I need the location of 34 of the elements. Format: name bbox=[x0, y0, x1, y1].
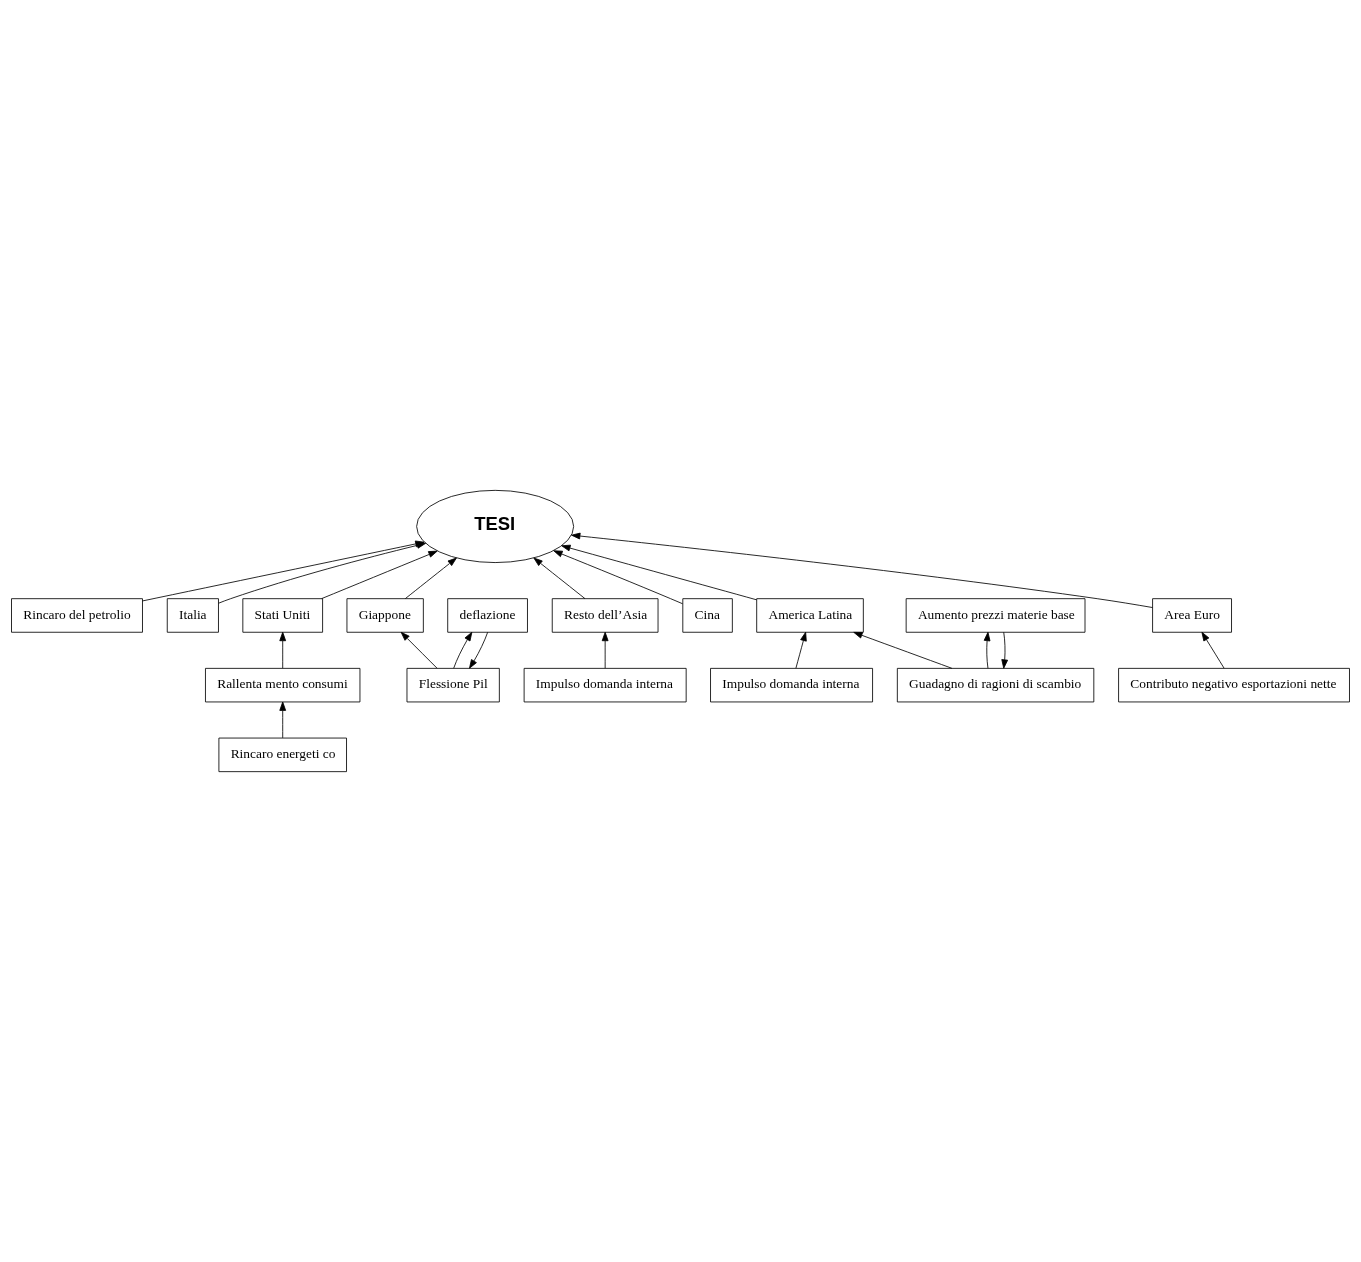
arrow bbox=[1201, 631, 1225, 669]
arrow bbox=[279, 701, 287, 739]
node-box: Resto dell’Asia bbox=[551, 598, 659, 633]
node-box: Rallenta mento consumi bbox=[205, 667, 361, 703]
node-box: Rincaro del petrolio bbox=[11, 598, 143, 633]
arrow bbox=[553, 550, 683, 605]
node-box: Stati Uniti bbox=[242, 598, 324, 633]
arrow bbox=[601, 631, 609, 669]
node-box: Giappone bbox=[346, 598, 424, 633]
arrow bbox=[453, 631, 473, 669]
node-box: Guadagno di ragioni di scambio bbox=[896, 667, 1095, 703]
arrow bbox=[983, 631, 991, 669]
arrow bbox=[404, 557, 457, 600]
arrow bbox=[853, 631, 953, 669]
arrow bbox=[561, 544, 758, 601]
arrow bbox=[469, 631, 489, 669]
node-box: Cina bbox=[682, 598, 733, 633]
arrow bbox=[571, 532, 1153, 608]
arrow bbox=[321, 550, 438, 600]
node-box: deflazione bbox=[447, 598, 528, 633]
node-box: Flessione Pil bbox=[406, 667, 500, 703]
node-box: Impulso domanda interna bbox=[523, 667, 687, 703]
node-box: America Latina bbox=[756, 598, 864, 633]
arrow bbox=[279, 631, 287, 669]
node-box: Contributo negativo esportazioni nette bbox=[1118, 667, 1350, 703]
arrow bbox=[533, 557, 586, 600]
arrow bbox=[400, 631, 438, 669]
arrow bbox=[1001, 631, 1008, 669]
node-box: Impulso domanda interna bbox=[710, 667, 873, 703]
arrow bbox=[795, 631, 807, 669]
node-box: Rincaro energeti co bbox=[218, 737, 347, 773]
node-box: Italia bbox=[166, 598, 219, 633]
node-box: Aumento prezzi materie base bbox=[905, 598, 1086, 633]
node-box: Area Euro bbox=[1152, 598, 1232, 633]
